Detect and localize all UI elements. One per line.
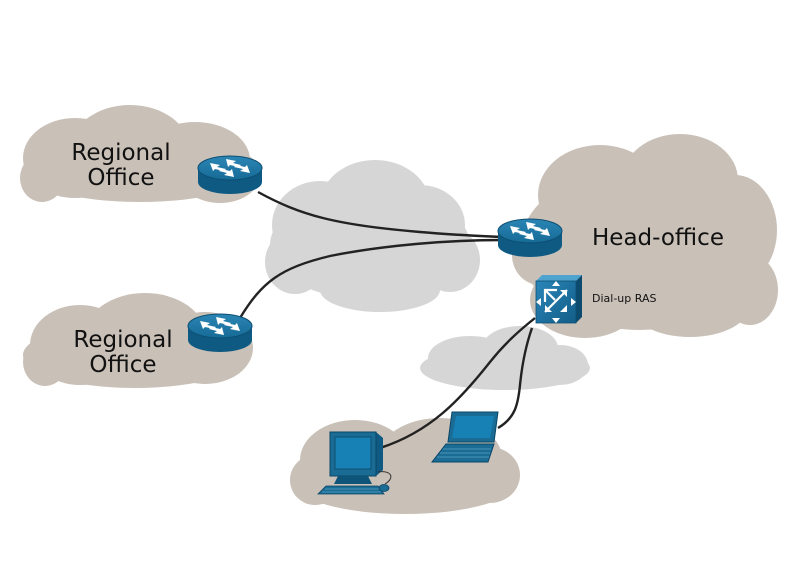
regional-bottom-label-line1: Regional xyxy=(73,327,172,353)
laptop-icon[interactable] xyxy=(430,411,499,463)
regional-top-label-line1: Regional xyxy=(71,140,170,166)
wan-cloud xyxy=(265,160,480,312)
regional-top-router-icon[interactable] xyxy=(197,155,263,195)
regional-office-bottom-cloud xyxy=(23,293,253,388)
dialup-cloud xyxy=(420,326,590,390)
regional-bottom-router-icon[interactable] xyxy=(187,313,253,353)
link-regional-bottom-to-head xyxy=(238,238,503,319)
link-regional-top-to-head xyxy=(257,190,503,239)
link-laptop-to-ras xyxy=(497,327,534,430)
ras-switch-icon[interactable] xyxy=(534,273,584,325)
desktop-computer-icon[interactable] xyxy=(317,431,392,495)
head-office-router-icon[interactable] xyxy=(497,218,563,258)
regional-bottom-label-line2: Office xyxy=(89,352,156,378)
head-office-label: Head-office xyxy=(592,225,724,251)
regional-office-top-cloud xyxy=(20,105,260,203)
link-desktop-to-ras xyxy=(379,317,536,450)
regional-top-label-line2: Office xyxy=(87,165,154,191)
dial-up-ras-label: Dial-up RAS xyxy=(592,292,656,305)
